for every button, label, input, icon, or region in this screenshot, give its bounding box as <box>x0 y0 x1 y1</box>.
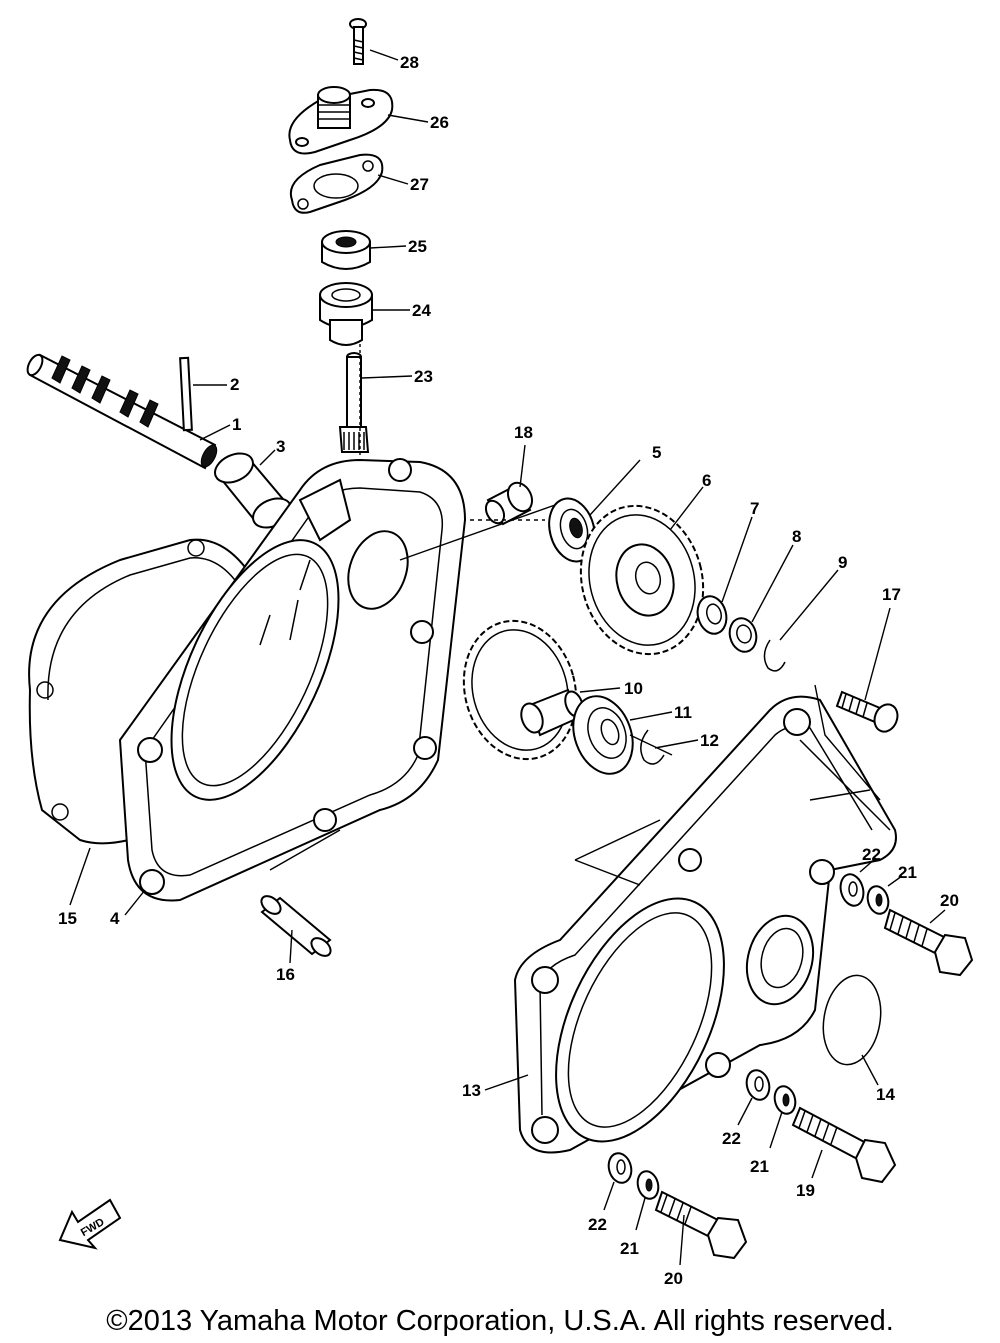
part-housing-4[interactable] <box>118 458 467 902</box>
part-dowel-16[interactable] <box>258 893 334 960</box>
part-fitting-26[interactable] <box>288 86 394 155</box>
callout-13: 13 <box>462 1081 481 1100</box>
part-washer-7[interactable] <box>694 593 731 637</box>
callout-5: 5 <box>652 443 661 462</box>
part-circlip-14[interactable] <box>817 971 888 1069</box>
part-gasket-27[interactable] <box>289 153 384 214</box>
part-washer-22-upper[interactable] <box>837 872 867 909</box>
callout-6: 6 <box>702 471 711 490</box>
callout-14: 14 <box>876 1085 895 1104</box>
alignment-lines <box>269 340 881 886</box>
callout-24: 24 <box>412 301 431 320</box>
callout-22-upper: 22 <box>862 845 881 864</box>
callout-3: 3 <box>276 437 285 456</box>
part-circlip-12[interactable] <box>640 729 665 765</box>
part-plug-18[interactable] <box>482 479 536 527</box>
callout-17: 17 <box>882 585 901 604</box>
copyright-notice: ©2013 Yamaha Motor Corporation, U.S.A. A… <box>106 1305 894 1337</box>
callout-11: 11 <box>674 703 692 722</box>
callout-27: 27 <box>410 175 429 194</box>
part-shaft-23[interactable] <box>338 352 370 453</box>
callout-16: 16 <box>276 965 295 984</box>
part-bearing-11[interactable] <box>563 688 643 782</box>
callout-28: 28 <box>400 53 419 72</box>
callout-12: 12 <box>700 731 719 750</box>
part-bushing-25[interactable] <box>321 230 371 270</box>
callout-21-middle: 21 <box>750 1157 769 1176</box>
fwd-arrow-icon: FWD <box>58 1198 122 1250</box>
part-washer-21-upper[interactable] <box>865 884 892 916</box>
parts-diagram: FWD 28 <box>25 18 974 1288</box>
part-circlip-9[interactable] <box>763 639 786 672</box>
part-bolt-20-upper[interactable] <box>883 908 974 977</box>
part-gear-10[interactable] <box>449 608 591 772</box>
callout-20-lower: 20 <box>664 1269 683 1288</box>
part-cover-13[interactable] <box>513 695 897 1168</box>
part-worm-shaft-1[interactable] <box>25 352 220 470</box>
callout-4: 4 <box>110 909 120 928</box>
callout-10: 10 <box>624 679 643 698</box>
part-washer-8[interactable] <box>726 615 760 655</box>
callout-25: 25 <box>408 237 427 256</box>
part-bolt-19[interactable] <box>791 1106 897 1184</box>
callout-22-lower: 22 <box>588 1215 607 1234</box>
callout-26: 26 <box>430 113 449 132</box>
callout-15: 15 <box>58 909 77 928</box>
part-screw-17[interactable] <box>835 690 901 735</box>
part-washer-22-middle[interactable] <box>743 1068 772 1103</box>
callout-2: 2 <box>230 375 239 394</box>
part-washer-22-lower[interactable] <box>605 1151 634 1186</box>
leader-lines <box>69 49 946 1266</box>
part-pin-2[interactable] <box>179 356 193 432</box>
callout-21-upper: 21 <box>898 863 917 882</box>
callout-22-middle: 22 <box>722 1129 741 1148</box>
part-bearing-5[interactable] <box>542 493 601 566</box>
callout-9: 9 <box>838 553 847 572</box>
callout-1: 1 <box>232 415 241 434</box>
callout-18: 18 <box>514 423 533 442</box>
callout-19: 19 <box>796 1181 815 1200</box>
part-bolt-20-lower[interactable] <box>654 1190 748 1260</box>
callout-20-upper: 20 <box>940 891 959 910</box>
part-bushing-24[interactable] <box>319 282 373 346</box>
part-washer-21-lower[interactable] <box>635 1169 662 1201</box>
part-screw-28[interactable] <box>349 18 367 65</box>
part-washer-21-middle[interactable] <box>772 1084 799 1116</box>
callout-labels: 28 26 27 25 24 23 2 1 3 18 5 6 7 8 9 17 … <box>58 53 959 1288</box>
callout-21-lower: 21 <box>620 1239 639 1258</box>
callout-7: 7 <box>750 499 759 518</box>
callout-23: 23 <box>414 367 433 386</box>
part-gear-6[interactable] <box>565 492 720 668</box>
callout-8: 8 <box>792 527 801 546</box>
